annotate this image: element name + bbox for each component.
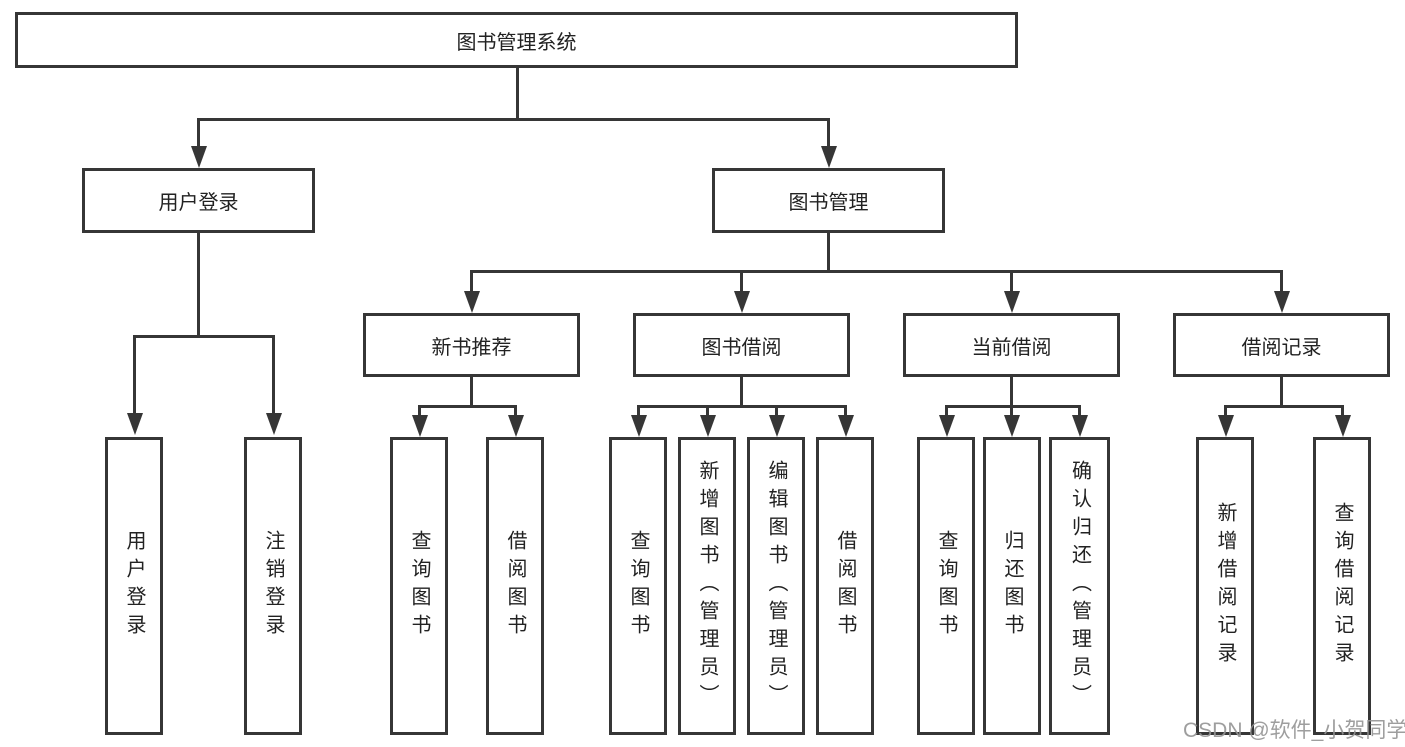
- leaf-logout: 注销登录: [244, 437, 302, 735]
- arrowhead-icon: [821, 146, 837, 168]
- leaf-bb-edit-books-admin-label: 编辑图书（管理员）: [765, 460, 787, 712]
- connector-line: [775, 405, 778, 417]
- leaf-bb-query-books: 查询图书: [609, 437, 667, 735]
- connector-line: [197, 233, 200, 337]
- connector-line: [637, 405, 847, 408]
- arrowhead-icon: [939, 415, 955, 437]
- connector-line: [1010, 405, 1013, 417]
- node-borrow-records-label: 借阅记录: [1241, 336, 1322, 359]
- arrowhead-icon: [1218, 415, 1234, 437]
- leaf-bb-query-books-label: 查询图书: [627, 530, 649, 642]
- connector-line: [827, 118, 830, 148]
- node-root: 图书管理系统: [15, 12, 1018, 68]
- connector-line: [1010, 377, 1013, 407]
- leaf-nb-borrow-books-label: 借阅图书: [504, 530, 526, 642]
- connector-line: [740, 377, 743, 407]
- arrowhead-icon: [631, 415, 647, 437]
- leaf-bb-add-books-admin: 新增图书（管理员）: [678, 437, 736, 735]
- node-user-login-label: 用户登录: [158, 192, 239, 214]
- connector-line: [1224, 405, 1227, 417]
- leaf-br-query-record-label: 查询借阅记录: [1331, 502, 1353, 670]
- connector-line: [1280, 377, 1283, 407]
- connector-line: [418, 405, 517, 408]
- arrowhead-icon: [1274, 291, 1290, 313]
- connector-line: [1078, 405, 1081, 417]
- leaf-cb-confirm-return-admin: 确认归还（管理员）: [1049, 437, 1110, 735]
- connector-line: [1010, 270, 1013, 293]
- leaf-nb-query-books-label: 查询图书: [408, 530, 430, 642]
- connector-line: [272, 335, 275, 415]
- connector-line: [844, 405, 847, 417]
- leaf-cb-query-books-label: 查询图书: [935, 530, 957, 642]
- node-user-login: 用户登录: [82, 168, 315, 233]
- csdn-watermark: CSDN @软件_小贺同学: [1183, 719, 1405, 742]
- arrowhead-icon: [700, 415, 716, 437]
- node-current-borrow: 当前借阅: [903, 313, 1120, 377]
- node-current-borrow-label: 当前借阅: [971, 336, 1052, 359]
- leaf-bb-edit-books-admin: 编辑图书（管理员）: [747, 437, 805, 735]
- leaf-cb-return-books-label: 归还图书: [1001, 530, 1023, 642]
- node-book-management-label: 图书管理: [788, 192, 869, 214]
- connector-line: [706, 405, 709, 417]
- connector-line: [133, 335, 275, 338]
- leaf-logout-label: 注销登录: [262, 530, 284, 642]
- connector-line: [827, 233, 830, 272]
- connector-line: [740, 270, 743, 293]
- node-book-borrow: 图书借阅: [633, 313, 850, 377]
- connector-line: [470, 270, 1283, 273]
- connector-line: [197, 118, 830, 121]
- connector-line: [470, 270, 473, 293]
- arrowhead-icon: [769, 415, 785, 437]
- leaf-user-login-label: 用户登录: [123, 530, 145, 642]
- arrowhead-icon: [127, 413, 143, 435]
- connector-line: [1341, 405, 1344, 417]
- leaf-bb-borrow-books: 借阅图书: [816, 437, 874, 735]
- connector-line: [637, 405, 640, 417]
- leaf-cb-query-books: 查询图书: [917, 437, 975, 735]
- connector-line: [1224, 405, 1344, 408]
- arrowhead-icon: [266, 413, 282, 435]
- arrowhead-icon: [1004, 415, 1020, 437]
- arrowhead-icon: [508, 415, 524, 437]
- connector-line: [514, 405, 517, 417]
- connector-line: [516, 67, 519, 120]
- connector-line: [1280, 270, 1283, 293]
- connector-line: [133, 335, 136, 415]
- arrowhead-icon: [1335, 415, 1351, 437]
- leaf-bb-borrow-books-label: 借阅图书: [834, 530, 856, 642]
- node-book-management: 图书管理: [712, 168, 945, 233]
- connector-line: [945, 405, 948, 417]
- leaf-br-add-record-label: 新增借阅记录: [1214, 502, 1236, 670]
- arrowhead-icon: [1072, 415, 1088, 437]
- arrowhead-icon: [191, 146, 207, 168]
- leaf-bb-add-books-admin-label: 新增图书（管理员）: [696, 460, 718, 712]
- arrowhead-icon: [1004, 291, 1020, 313]
- leaf-cb-return-books: 归还图书: [983, 437, 1041, 735]
- leaf-br-query-record: 查询借阅记录: [1313, 437, 1371, 735]
- arrowhead-icon: [412, 415, 428, 437]
- leaf-nb-query-books: 查询图书: [390, 437, 448, 735]
- leaf-cb-confirm-return-admin-label: 确认归还（管理员）: [1068, 460, 1091, 712]
- node-borrow-records: 借阅记录: [1173, 313, 1390, 377]
- node-new-book-recommend: 新书推荐: [363, 313, 580, 377]
- connector-line: [197, 118, 200, 148]
- node-book-borrow-label: 图书借阅: [701, 336, 782, 359]
- leaf-nb-borrow-books: 借阅图书: [486, 437, 544, 735]
- arrowhead-icon: [734, 291, 750, 313]
- arrowhead-icon: [464, 291, 480, 313]
- connector-line: [418, 405, 421, 417]
- connector-line: [945, 405, 1081, 408]
- connector-line: [470, 377, 473, 407]
- arrowhead-icon: [838, 415, 854, 437]
- node-root-label: 图书管理系统: [456, 31, 577, 54]
- node-new-book-recommend-label: 新书推荐: [431, 336, 512, 359]
- leaf-br-add-record: 新增借阅记录: [1196, 437, 1254, 735]
- leaf-user-login: 用户登录: [105, 437, 163, 735]
